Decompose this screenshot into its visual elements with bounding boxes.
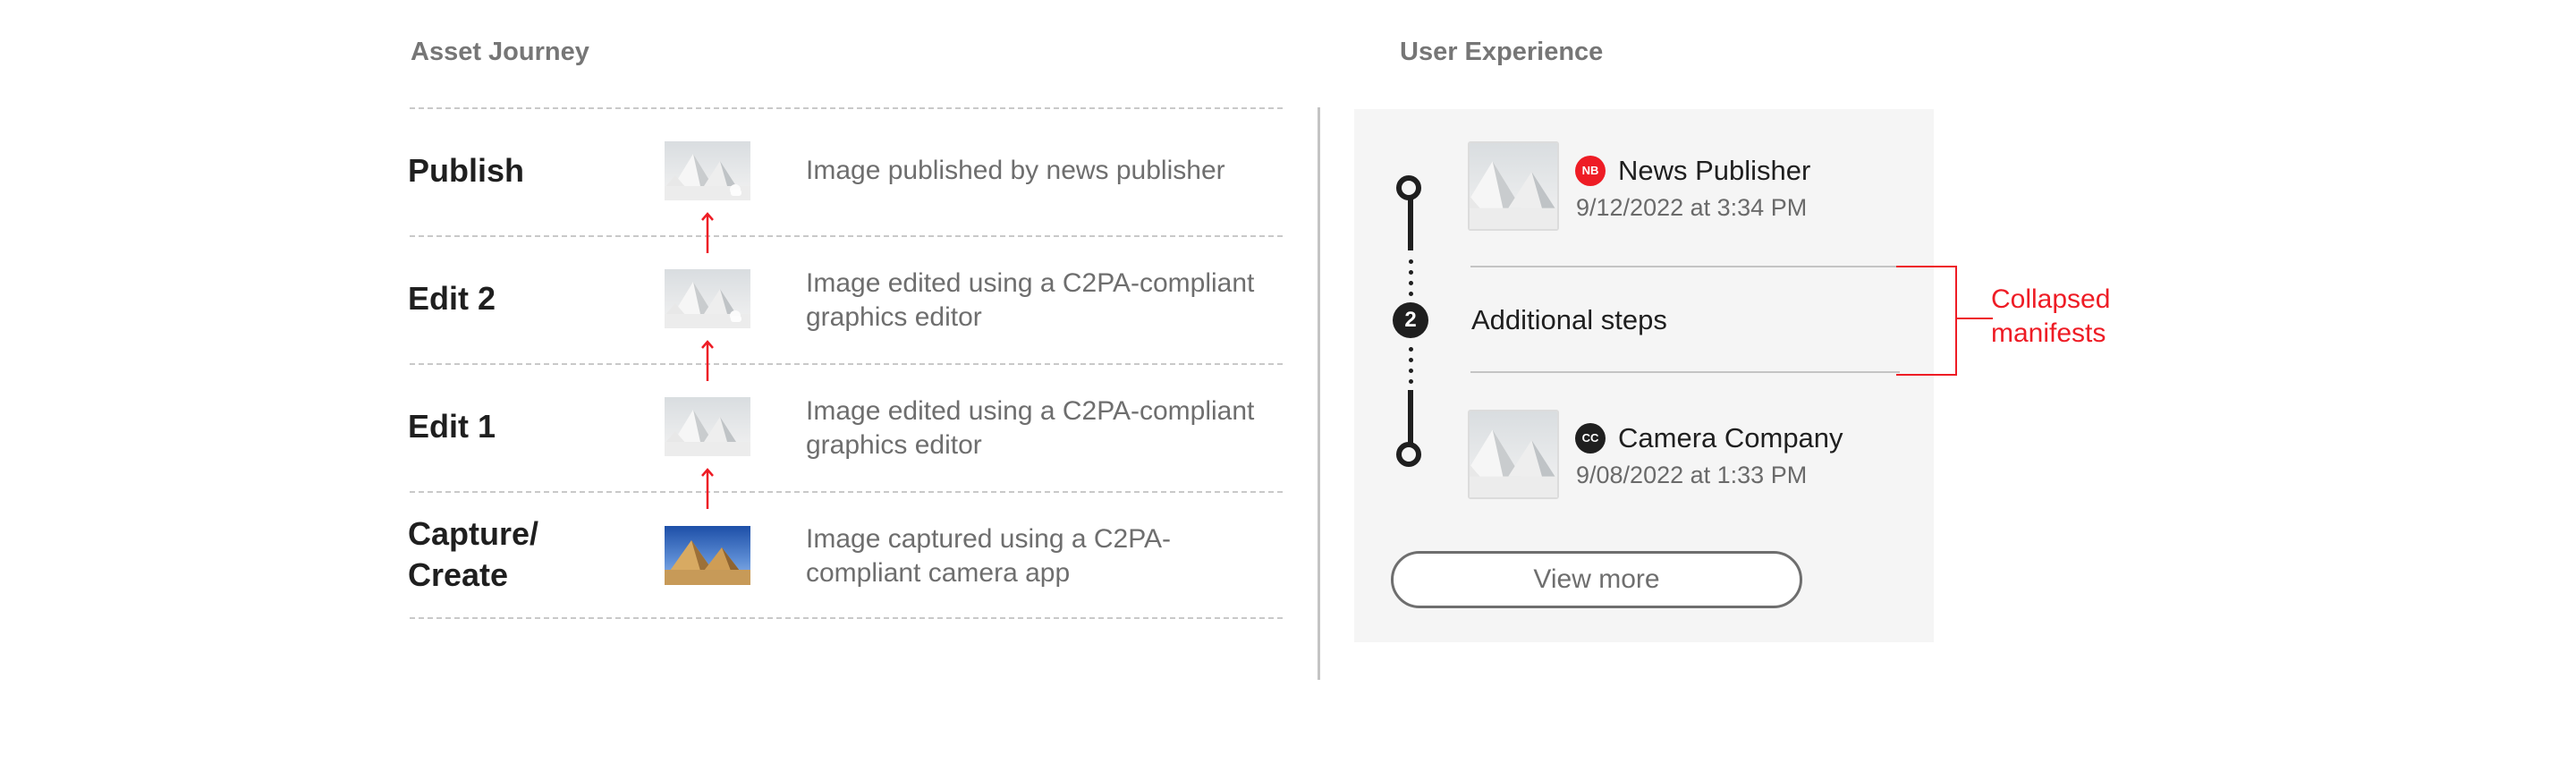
- manifest-date: 9/12/2022 at 3:34 PM: [1576, 194, 1808, 221]
- step-thumbnail: [665, 269, 750, 328]
- step-description: Image published by news publisher: [806, 156, 1225, 185]
- timeline-node-icon: [1396, 175, 1421, 200]
- bracket-pointer: [1955, 318, 1993, 319]
- section-separator: [1318, 107, 1320, 680]
- step-description: Image edited using a C2PA-compliant grap…: [806, 396, 1255, 460]
- user-experience-heading: User Experience: [1400, 38, 1604, 66]
- timeline-dot: [1409, 369, 1413, 373]
- additional-steps-label[interactable]: Additional steps: [1471, 304, 1667, 335]
- timeline-dot: [1409, 270, 1413, 275]
- timeline-dot: [1409, 259, 1413, 264]
- manifest-thumbnail: [1468, 141, 1559, 231]
- step-description: Image captured using a C2PA-compliant ca…: [806, 524, 1172, 588]
- up-arrow-icon: [701, 340, 714, 381]
- asset-journey-heading: Asset Journey: [411, 38, 589, 66]
- row-divider: [410, 107, 1283, 109]
- step-label: Edit 1: [408, 408, 496, 445]
- timeline-dot: [1409, 347, 1413, 352]
- divider: [1470, 266, 1900, 267]
- manifest-date: 9/08/2022 at 1:33 PM: [1576, 462, 1808, 488]
- timeline-node-icon: [1396, 442, 1421, 467]
- up-arrow-icon: [701, 468, 714, 509]
- step-label: Capture/ Create: [408, 515, 539, 593]
- timeline-line: [1408, 390, 1413, 444]
- step-thumbnail: [665, 397, 750, 456]
- timeline-dot: [1409, 281, 1413, 285]
- collapsed-count-badge: 2: [1393, 302, 1428, 338]
- view-more-button[interactable]: View more: [1391, 551, 1802, 608]
- row-divider: [410, 617, 1283, 619]
- callout-line: manifests: [1991, 318, 2106, 348]
- collapsed-manifests-bracket: [1896, 266, 1957, 376]
- step-label: Publish: [408, 152, 525, 189]
- camera-company-badge-icon: CC: [1575, 423, 1606, 454]
- row-divider: [410, 235, 1283, 237]
- step-label: Edit 2: [408, 280, 496, 317]
- row-divider: [410, 363, 1283, 365]
- step-thumbnail: [665, 141, 750, 200]
- step-thumbnail: [665, 526, 750, 585]
- divider: [1470, 371, 1900, 373]
- up-arrow-icon: [701, 212, 714, 253]
- step-description: Image edited using a C2PA-compliant grap…: [806, 268, 1255, 332]
- manifest-title: Camera Company: [1618, 422, 1843, 454]
- row-divider: [410, 491, 1283, 493]
- collapsed-manifests-callout: Collapsed manifests: [1991, 283, 2110, 351]
- timeline-dot: [1409, 358, 1413, 362]
- callout-line: Collapsed: [1991, 284, 2111, 314]
- timeline-dot: [1409, 379, 1413, 384]
- timeline-line: [1408, 199, 1413, 250]
- manifest-title: News Publisher: [1618, 155, 1811, 186]
- manifest-thumbnail: [1468, 410, 1559, 499]
- news-publisher-badge-icon: NB: [1575, 156, 1606, 186]
- timeline-dot: [1409, 292, 1413, 296]
